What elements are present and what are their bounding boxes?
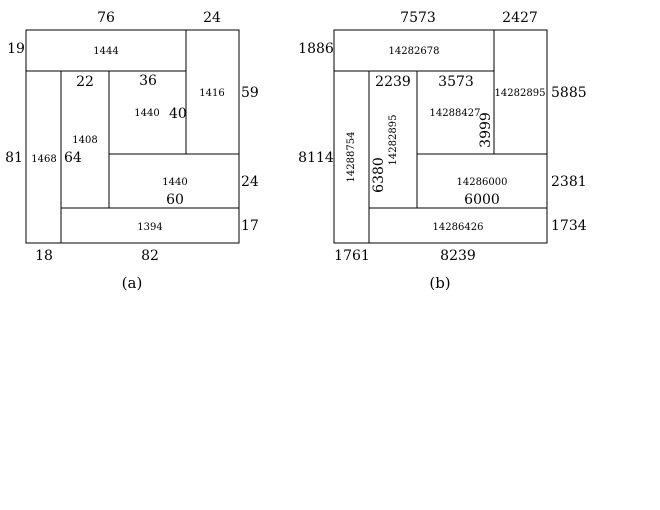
right-label: 59 — [241, 85, 259, 101]
cell-dimension: 6000 — [464, 192, 500, 208]
top-label: 2427 — [502, 10, 538, 26]
right-label: 1734 — [551, 218, 587, 234]
bottom-label: 8239 — [440, 248, 476, 264]
cell-dimension: 60 — [166, 192, 184, 208]
cell-dimension: 64 — [64, 150, 82, 166]
cell-dimension: 36 — [139, 73, 157, 89]
left-label: 1886 — [298, 41, 334, 57]
left-label: 8114 — [298, 150, 334, 166]
right-label: 2381 — [551, 174, 587, 190]
top-label: 76 — [97, 10, 115, 26]
cell-dimension: 6380 — [371, 157, 387, 193]
cell-area: 1416 — [199, 88, 224, 99]
caption: (a) — [122, 274, 143, 292]
cell-area: 1468 — [31, 154, 56, 165]
cell-area: 14282895 — [388, 115, 399, 166]
cell-dimension: 2239 — [375, 74, 411, 90]
right-label: 17 — [241, 218, 259, 234]
outer-square — [333, 29, 548, 244]
cell-area: 14282895 — [495, 88, 546, 99]
cell-area: 1440 — [134, 108, 159, 119]
figure-a: 76 24 19 81 59 24 17 18 82 1444 1416 146… — [5, 10, 259, 292]
right-label: 5885 — [551, 85, 587, 101]
bottom-label: 18 — [35, 248, 53, 264]
figure-b: 7573 2427 1886 8114 5885 2381 1734 1761 … — [298, 10, 587, 292]
cell-area: 14288754 — [346, 132, 357, 183]
cell-area: 1444 — [93, 46, 118, 57]
caption: (b) — [429, 274, 450, 292]
cell-dimension: 22 — [76, 74, 94, 90]
cell-area: 14286000 — [457, 177, 508, 188]
top-label: 7573 — [400, 10, 436, 26]
right-label: 24 — [241, 174, 259, 190]
cell-area: 14282678 — [389, 46, 440, 57]
outer-square — [25, 29, 240, 244]
cell-dimension: 3999 — [478, 112, 494, 148]
bottom-label: 1761 — [334, 248, 370, 264]
bottom-label: 82 — [141, 248, 159, 264]
cell-dimension: 3573 — [438, 74, 474, 90]
cell-area: 14288427 — [430, 108, 481, 119]
cell-area: 14286426 — [433, 222, 484, 233]
cell-area: 1394 — [137, 222, 162, 233]
cell-area: 1408 — [72, 135, 97, 146]
top-label: 24 — [203, 10, 221, 26]
cell-area: 1440 — [162, 177, 187, 188]
left-label: 19 — [7, 41, 25, 57]
cell-dimension: 40 — [169, 106, 187, 122]
left-label: 81 — [5, 150, 23, 166]
